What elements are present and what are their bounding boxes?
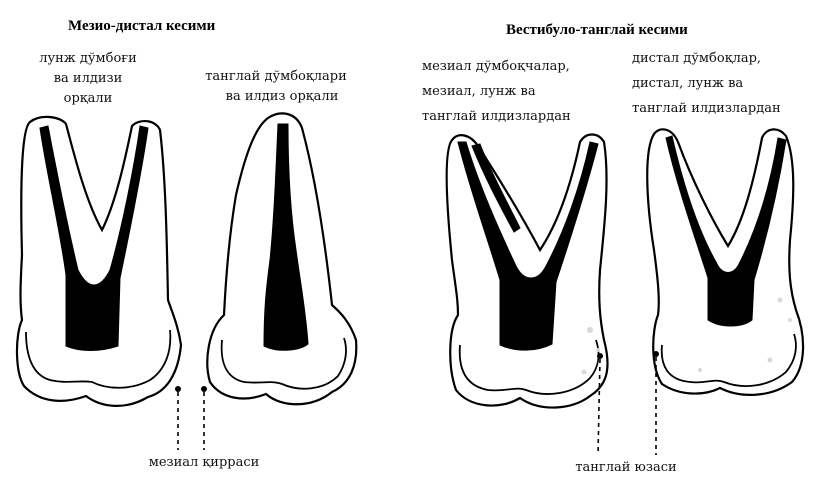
leader-dot [653, 351, 659, 357]
tooth-4-section [647, 129, 803, 395]
title-mesio-distal: Мезио-дистал кесими [68, 18, 216, 34]
caption-line: танглай дўмбоқлари [205, 69, 347, 84]
leader-dot [175, 386, 181, 392]
caption-line: танглай илдизлардан [422, 109, 571, 124]
enamel-speckle [582, 370, 587, 375]
enamel-speckle [698, 368, 702, 372]
caption-tooth-1: лунж дўмбоғи ва илдизи орқали [39, 51, 137, 106]
caption-line: ва илдиз орқали [226, 89, 339, 104]
label-mesial-edge: мезиал қирраси [149, 455, 260, 470]
caption-line: танглай илдизлардан [632, 101, 781, 116]
enamel-speckle [587, 327, 593, 333]
caption-line: дистал дўмбоқлар, [632, 51, 761, 66]
caption-line: дистал, лунж ва [632, 76, 743, 91]
tooth-3-section [447, 135, 608, 408]
tooth-2-section [207, 113, 356, 404]
caption-tooth-4: дистал дўмбоқлар, дистал, лунж ва тангла… [632, 51, 781, 116]
caption-tooth-2: танглай дўмбоқлари ва илдиз орқали [205, 69, 347, 104]
leader-dot [597, 353, 603, 359]
title-vestibulo-palatal: Вестибуло-танглай кесими [506, 22, 688, 38]
caption-tooth-3: мезиал дўмбоқчалар, мезиал, лунж ва танг… [422, 59, 571, 124]
caption-line: лунж дўмбоғи [39, 51, 137, 66]
caption-line: ва илдизи [54, 71, 123, 86]
leader-dot [201, 386, 207, 392]
caption-line: мезиал, лунж ва [422, 84, 536, 99]
caption-line: орқали [64, 91, 113, 106]
caption-line: мезиал дўмбоқчалар, [422, 59, 570, 74]
enamel-speckle [788, 318, 792, 322]
enamel-speckle [778, 298, 783, 303]
enamel-speckle [596, 348, 600, 352]
label-palatal-surface: танглай юзаси [575, 460, 676, 475]
enamel-speckle [768, 358, 773, 363]
tooth-1-section [17, 117, 181, 406]
